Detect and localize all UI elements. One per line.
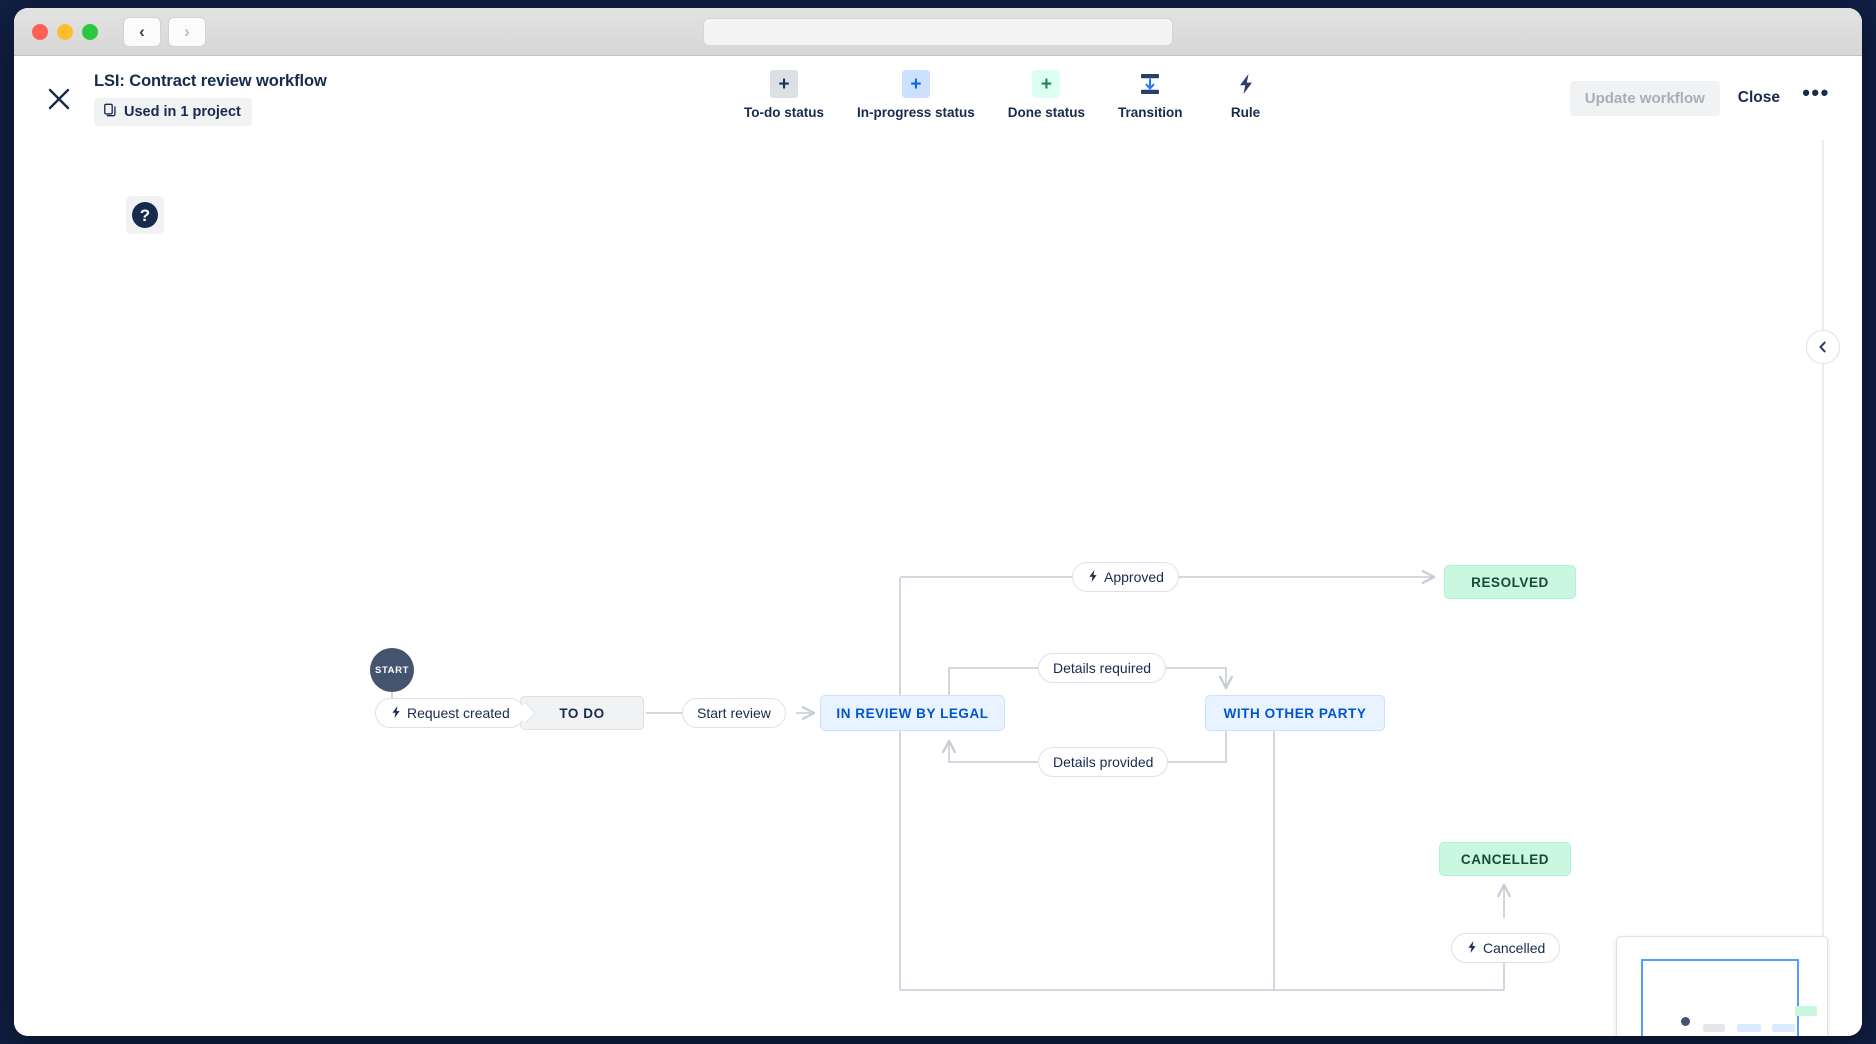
right-panel-divider	[1822, 140, 1824, 1036]
title-block: LSI: Contract review workflow Used in 1 …	[94, 72, 327, 126]
forward-button[interactable]: ›	[168, 16, 206, 47]
close-button[interactable]: Close	[1724, 80, 1794, 116]
workflow-header: LSI: Contract review workflow Used in 1 …	[14, 56, 1862, 142]
minimap-node	[1681, 1017, 1690, 1026]
browser-nav-buttons: ‹ ›	[123, 16, 206, 47]
copy-icon	[103, 103, 117, 121]
minimize-window-button[interactable]	[57, 23, 73, 40]
transition-label: Approved	[1104, 569, 1164, 585]
transition-details-provided[interactable]: Details provided	[1038, 747, 1169, 777]
update-workflow-button[interactable]: Update workflow	[1569, 80, 1720, 116]
plus-icon: +	[770, 70, 798, 98]
transition-details-required[interactable]: Details required	[1038, 653, 1167, 683]
toolbar-label: Done status	[1007, 105, 1086, 120]
page-title: LSI: Contract review workflow	[94, 72, 327, 90]
transition-label: Start review	[697, 705, 771, 721]
toolbar-item-done-status[interactable]: + Done status	[1008, 70, 1085, 120]
more-options-button[interactable]: •••	[1798, 80, 1834, 115]
plus-icon: +	[1032, 70, 1061, 98]
browser-window: ‹ › LSI: Contract review workflow	[14, 8, 1862, 1036]
status-node-cancelled[interactable]: CANCELLED	[1439, 842, 1571, 876]
toolbar-label: Rule	[1230, 105, 1261, 120]
transition-start-review[interactable]: Start review	[682, 698, 786, 728]
minimap-node	[1772, 1024, 1795, 1032]
start-node[interactable]: START	[370, 648, 414, 692]
transition-cancelled[interactable]: Cancelled	[1451, 933, 1561, 963]
close-window-button[interactable]	[32, 23, 48, 40]
minimap-node	[1703, 1024, 1725, 1032]
transition-icon	[1136, 70, 1164, 98]
plus-icon: +	[901, 70, 930, 98]
address-bar[interactable]	[703, 17, 1173, 46]
transition-label: Details required	[1053, 660, 1152, 676]
toolbar-item-in-progress-status[interactable]: + In-progress status	[857, 70, 975, 120]
collapse-panel-button[interactable]	[1806, 330, 1840, 364]
badge-label: Used in 1 project	[124, 104, 241, 120]
minimap-node	[1795, 1006, 1817, 1016]
transition-label: Details provided	[1053, 754, 1154, 770]
toolbar-label: Transition	[1118, 105, 1183, 120]
status-node-in-review-by-legal[interactable]: IN REVIEW BY LEGAL	[820, 695, 1005, 731]
maximize-window-button[interactable]	[82, 23, 98, 40]
lightning-bolt-icon	[1232, 70, 1260, 98]
status-node-to-do[interactable]: TO DO	[520, 696, 644, 730]
toolbar-item-rule[interactable]: Rule	[1216, 70, 1276, 120]
toolbar-label: To-do status	[744, 105, 824, 120]
transition-approved[interactable]: Approved	[1072, 562, 1179, 592]
toolbar-item-todo-status[interactable]: + To-do status	[744, 70, 824, 120]
lightning-bolt-icon	[390, 705, 402, 721]
browser-chrome: ‹ ›	[14, 8, 1862, 56]
status-node-resolved[interactable]: RESOLVED	[1444, 565, 1576, 599]
used-in-projects-badge[interactable]: Used in 1 project	[94, 98, 252, 126]
minimap-node	[1737, 1024, 1761, 1032]
transition-request-created[interactable]: Request created	[375, 698, 525, 728]
close-icon[interactable]	[42, 82, 76, 116]
minimap-viewport[interactable]	[1641, 959, 1799, 1036]
help-button[interactable]: ?	[126, 196, 164, 234]
workflow-edges	[391, 140, 1862, 991]
question-mark-icon: ?	[132, 202, 158, 228]
header-actions: Update workflow Close •••	[1569, 80, 1834, 116]
transition-label: Request created	[407, 705, 510, 721]
canvas-minimap[interactable]	[1616, 936, 1828, 1036]
lightning-bolt-icon	[1466, 940, 1478, 956]
workflow-canvas[interactable]: ?	[14, 140, 1862, 1036]
toolbar-label: In-progress status	[857, 105, 975, 120]
window-traffic-lights	[32, 23, 98, 40]
lightning-bolt-icon	[1087, 569, 1099, 585]
transition-label: Cancelled	[1483, 940, 1546, 956]
status-node-with-other-party[interactable]: WITH OTHER PARTY	[1205, 695, 1385, 731]
workflow-toolbar: + To-do status + In-progress status + Do…	[744, 70, 1276, 120]
toolbar-item-transition[interactable]: Transition	[1118, 70, 1183, 120]
back-button[interactable]: ‹	[123, 16, 161, 47]
